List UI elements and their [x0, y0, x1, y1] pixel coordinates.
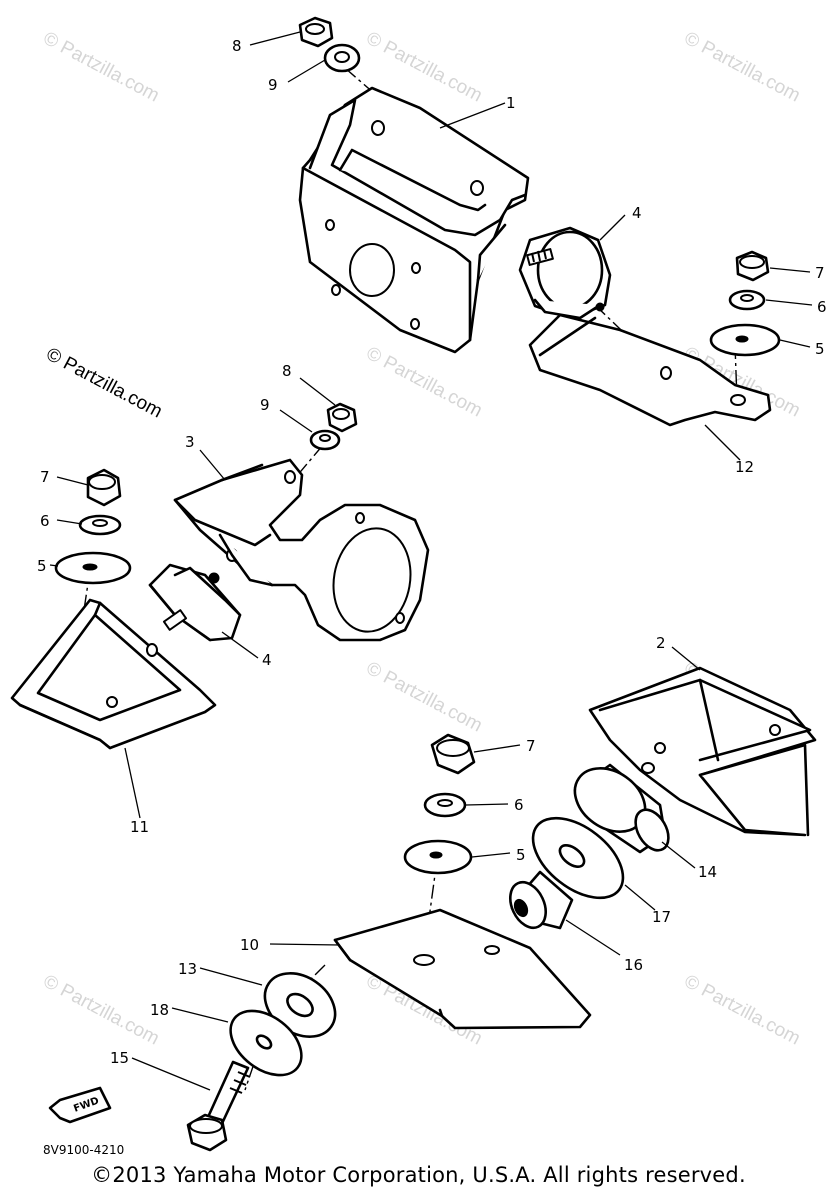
fastener-stack-middle	[309, 402, 358, 451]
diagram-code: 8V9100-4210	[43, 1143, 125, 1157]
watermark: © Partzilla.com	[681, 971, 804, 1050]
callout-14: 14	[698, 863, 717, 881]
fastener-stack-lower	[403, 733, 476, 875]
callout-17: 17	[652, 908, 671, 926]
callout-5: 5	[815, 340, 825, 358]
callout-13: 13	[178, 960, 197, 978]
callout-8: 8	[282, 362, 292, 380]
callout-7: 7	[40, 468, 50, 486]
fastener-stack-left	[54, 468, 132, 585]
fastener-stack-top	[298, 16, 361, 73]
watermark: © Partzilla.com	[40, 971, 163, 1050]
watermark: © Partzilla.com	[363, 658, 486, 737]
watermark-dark: © Partzilla.com	[43, 344, 166, 423]
callout-5: 5	[37, 557, 47, 575]
callout-5: 5	[516, 846, 526, 864]
callout-6: 6	[40, 512, 50, 530]
part-11-left-tray	[10, 598, 217, 750]
callout-6: 6	[514, 796, 524, 814]
part-4-rubber-mount-upper	[518, 226, 612, 320]
forward-arrow-icon: FWD	[48, 1086, 112, 1124]
part-12-plate	[528, 313, 772, 427]
callout-2: 2	[656, 634, 666, 652]
part-10-bottom-plate	[333, 908, 592, 1030]
callout-16: 16	[624, 956, 643, 974]
callout-4: 4	[262, 651, 272, 669]
callout-7: 7	[815, 264, 825, 282]
watermark: © Partzilla.com	[363, 343, 486, 422]
part-15-bolt	[186, 1060, 251, 1152]
callout-6: 6	[817, 298, 827, 316]
part-3-ring-bracket	[173, 458, 430, 642]
callout-11: 11	[130, 818, 149, 836]
callout-4: 4	[632, 204, 642, 222]
watermark: © Partzilla.com	[40, 28, 163, 107]
part-2-right-tray	[588, 666, 817, 837]
part-1-upper-bracket	[298, 86, 530, 354]
part-17-washer	[531, 816, 625, 900]
watermark: © Partzilla.com	[681, 28, 804, 107]
part-16-collar	[509, 870, 574, 930]
callout-7: 7	[526, 737, 536, 755]
callout-15: 15	[110, 1049, 129, 1067]
part-13-rubber-disc	[263, 972, 337, 1038]
callout-3: 3	[185, 433, 195, 451]
fastener-stack-upper-right	[709, 250, 781, 357]
leader-lines	[49, 31, 813, 1091]
callout-9: 9	[260, 396, 270, 414]
part-14-rubber-cushion	[573, 762, 670, 854]
callout-8: 8	[232, 37, 242, 55]
part-4-rubber-mount-middle	[148, 563, 242, 642]
copyright-notice: ©2013 Yamaha Motor Corporation, U.S.A. A…	[91, 1163, 746, 1187]
callout-18: 18	[150, 1001, 169, 1019]
callout-1: 1	[506, 94, 516, 112]
callout-numbers: 8 9 1 4 7 6 5 12 8 9 3 7 6 5 4 11 2 7 6 …	[37, 37, 827, 1067]
callout-10: 10	[240, 936, 259, 954]
part-18-washer	[229, 1009, 303, 1077]
callout-9: 9	[268, 76, 278, 94]
callout-12: 12	[735, 458, 754, 476]
